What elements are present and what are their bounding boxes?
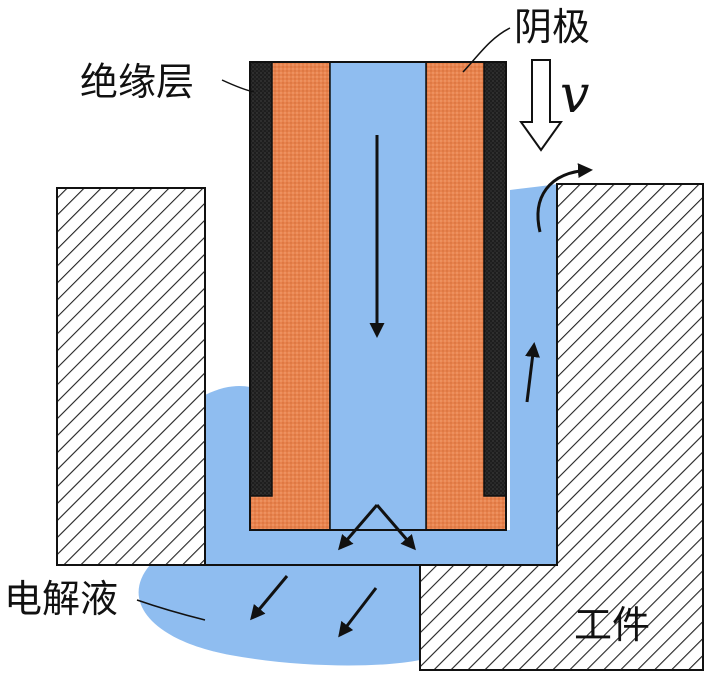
flow-arrow-out-left-1: [250, 575, 289, 621]
label-workpiece: 工件: [574, 603, 650, 647]
leader-electrolyte: [136, 599, 206, 621]
electrolyte-pool: [138, 565, 420, 666]
feed-direction-arrow: [519, 59, 563, 152]
leader-insulation: [221, 79, 255, 93]
electrolyte-hole: [205, 184, 557, 565]
insulation-layer-left: [249, 61, 273, 497]
flow-arrow-curve-exit: [536, 163, 593, 233]
leader-cathode: [462, 27, 511, 73]
flow-arrow-up-gap: [525, 342, 540, 403]
workpiece-left-block: [56, 187, 206, 566]
label-electrolyte: 电解液: [4, 577, 118, 621]
flow-arrow-split-right: [375, 504, 416, 551]
label-insulation-layer: 绝缘层: [80, 60, 194, 104]
label-velocity: v: [560, 65, 589, 125]
flow-arrow-split-left: [338, 504, 379, 551]
flow-arrow-out-left-2: [338, 587, 378, 638]
cathode-outline: [249, 61, 507, 531]
label-cathode: 阴极: [514, 5, 590, 49]
insulation-layer-right: [483, 61, 507, 497]
